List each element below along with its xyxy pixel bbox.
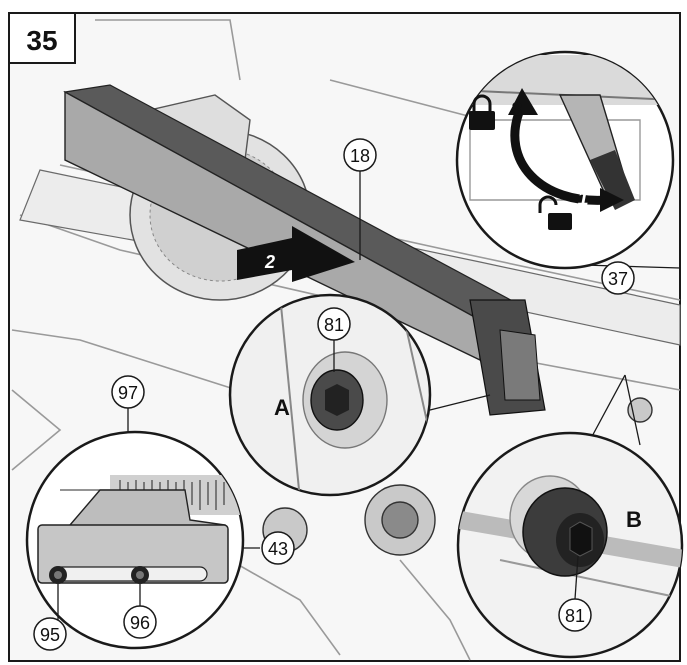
callout-81-b: 81 [558, 598, 592, 632]
callout-18: 18 [343, 138, 377, 172]
step-number-3: 3 [511, 99, 522, 121]
inset-view-b: B [456, 431, 684, 659]
lock-rotation-arrow [510, 108, 609, 205]
svg-text:97: 97 [118, 383, 138, 403]
inset-lock-lever: 3 1 [455, 50, 675, 270]
screw-96 [131, 566, 149, 584]
lock-closed-icon [469, 94, 495, 130]
callout-97: 97 [111, 375, 145, 409]
callout-81-a: 81 [317, 307, 351, 341]
rip-fence [63, 84, 546, 416]
figure-number-tab: 35 [8, 12, 76, 64]
inset-scale-detail [25, 430, 245, 650]
screw-95 [49, 566, 67, 584]
view-label-a: A [274, 395, 290, 420]
figure-number: 35 [26, 25, 57, 56]
step-number-2: 2 [264, 252, 275, 272]
svg-text:18: 18 [350, 146, 370, 166]
inset-view-a: A [228, 293, 432, 497]
callout-96: 96 [123, 605, 157, 639]
callout-37: 37 [601, 261, 635, 295]
svg-text:96: 96 [130, 613, 150, 633]
view-label-b: B [626, 507, 642, 532]
svg-text:37: 37 [608, 269, 628, 289]
slide-direction-arrow: 2 [237, 226, 355, 282]
callout-43: 43 [261, 531, 295, 565]
svg-text:43: 43 [268, 539, 288, 559]
lock-open-icon [538, 195, 572, 230]
svg-text:81: 81 [324, 315, 344, 335]
leader-81-b [574, 555, 579, 600]
callout-95: 95 [33, 617, 67, 651]
hex-screw-81-b [509, 475, 608, 577]
hex-screw-81-a [310, 369, 364, 431]
step-number-1: 1 [577, 188, 588, 210]
svg-text:81: 81 [565, 606, 585, 626]
svg-text:95: 95 [40, 625, 60, 645]
